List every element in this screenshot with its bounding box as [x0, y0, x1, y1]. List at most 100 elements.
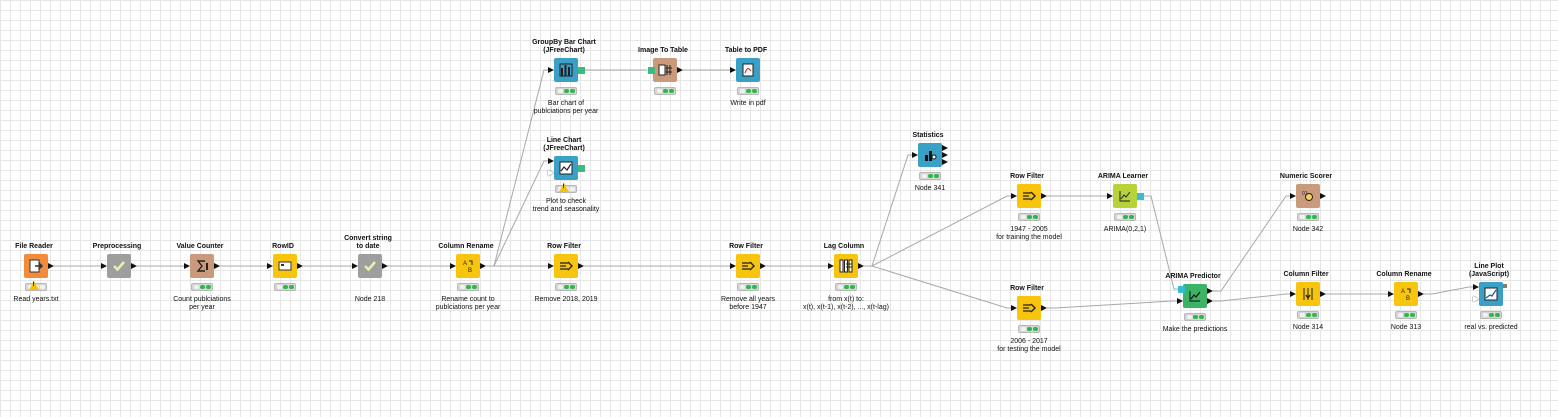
output-port[interactable] [480, 262, 486, 269]
input-port[interactable] [101, 262, 107, 269]
image-output-port[interactable] [578, 66, 585, 74]
status-light [472, 285, 477, 289]
status-indicator [555, 283, 577, 291]
input-port[interactable] [267, 262, 273, 269]
status-light [1027, 327, 1032, 331]
node-body[interactable] [834, 254, 858, 278]
input-port[interactable] [184, 262, 190, 269]
connection-n18-n20[interactable] [1213, 293, 1290, 302]
input-port[interactable] [548, 262, 554, 269]
input-port[interactable] [912, 151, 918, 158]
node-body[interactable] [1113, 184, 1137, 208]
input-port[interactable] [1177, 298, 1183, 304]
input-port[interactable] [1011, 192, 1017, 199]
status-indicator [1018, 213, 1040, 221]
status-indicator [457, 283, 479, 291]
input-port[interactable] [1290, 192, 1296, 199]
output-port[interactable] [48, 262, 54, 269]
node-body[interactable] [1183, 284, 1207, 308]
output-port[interactable] [214, 262, 220, 269]
input-port[interactable] [730, 262, 736, 269]
status-light [206, 285, 211, 289]
node-title: Table to PDF [724, 47, 768, 54]
input-port[interactable] [1011, 304, 1017, 311]
input-port[interactable] [730, 66, 736, 73]
output-port[interactable] [382, 262, 388, 269]
node-body[interactable] [554, 156, 578, 180]
output-port[interactable] [1207, 288, 1213, 294]
output-port[interactable] [131, 262, 137, 269]
node-body[interactable] [190, 254, 214, 278]
status-light [1398, 313, 1403, 317]
node-body[interactable] [554, 58, 578, 82]
connection-n16-n18[interactable] [1047, 300, 1177, 309]
output-port[interactable] [942, 144, 948, 151]
node-body[interactable] [24, 254, 48, 278]
output-port[interactable] [858, 262, 864, 269]
output-port[interactable] [1041, 304, 1047, 311]
output-port[interactable] [1320, 192, 1326, 199]
model-input-port[interactable] [1178, 286, 1185, 293]
status-light [844, 285, 849, 289]
status-light [746, 285, 751, 289]
connection-n17-n18[interactable] [1143, 195, 1178, 290]
bar-chart-icon [559, 63, 573, 77]
input-port-optional[interactable] [548, 170, 554, 176]
node-body[interactable] [653, 58, 677, 82]
node-body[interactable] [1017, 296, 1041, 320]
output-port[interactable] [578, 262, 584, 269]
output-port[interactable] [1320, 290, 1326, 297]
node-title: ARIMA Predictor [1165, 273, 1221, 280]
input-port[interactable] [1473, 284, 1479, 290]
output-port[interactable] [942, 158, 948, 165]
output-port[interactable] [1041, 192, 1047, 199]
image-output-port[interactable] [578, 164, 585, 172]
output-port[interactable] [677, 66, 683, 73]
node-body[interactable] [554, 254, 578, 278]
node-body[interactable] [358, 254, 382, 278]
output-port[interactable] [297, 262, 303, 269]
node-annotation: Node 313 [1390, 324, 1422, 331]
status-indicator [835, 283, 857, 291]
input-port[interactable] [352, 262, 358, 269]
output-port[interactable] [760, 262, 766, 269]
connection-n13-n16[interactable] [864, 265, 1011, 309]
input-port[interactable] [1290, 290, 1296, 297]
node-body[interactable]: 01 [1296, 184, 1320, 208]
view-output-port[interactable] [1503, 284, 1507, 288]
status-indicator [919, 172, 941, 180]
input-port-optional[interactable] [1473, 296, 1479, 302]
node-body[interactable] [918, 143, 942, 167]
node-body[interactable] [107, 254, 131, 278]
input-port[interactable] [548, 66, 554, 73]
status-light [570, 89, 575, 93]
status-indicator [274, 283, 296, 291]
input-port[interactable] [450, 262, 456, 269]
node-body[interactable] [736, 58, 760, 82]
node-body[interactable] [736, 254, 760, 278]
input-port[interactable] [1388, 290, 1394, 297]
image-input-port[interactable] [648, 66, 655, 74]
output-port[interactable] [1418, 290, 1424, 297]
output-port[interactable] [942, 151, 948, 158]
node-body[interactable] [1017, 184, 1041, 208]
connection-n21-n22[interactable] [1424, 286, 1473, 295]
input-port[interactable] [548, 158, 554, 164]
node-body[interactable] [1296, 282, 1320, 306]
node-body[interactable] [1479, 282, 1503, 306]
node-title: Column Rename [438, 243, 494, 250]
input-port[interactable] [828, 262, 834, 269]
input-port[interactable] [1107, 192, 1113, 199]
status-light [669, 89, 674, 93]
status-indicator [1184, 313, 1206, 321]
model-output-port[interactable] [1137, 192, 1144, 200]
node-body[interactable] [273, 254, 297, 278]
output-port[interactable] [1207, 298, 1213, 304]
rowid-icon [278, 261, 292, 271]
connection-n18-n19[interactable] [1213, 195, 1290, 292]
node-title: Line Plot (JavaScript) [1468, 263, 1510, 278]
node-annotation: Node 314 [1292, 324, 1324, 331]
